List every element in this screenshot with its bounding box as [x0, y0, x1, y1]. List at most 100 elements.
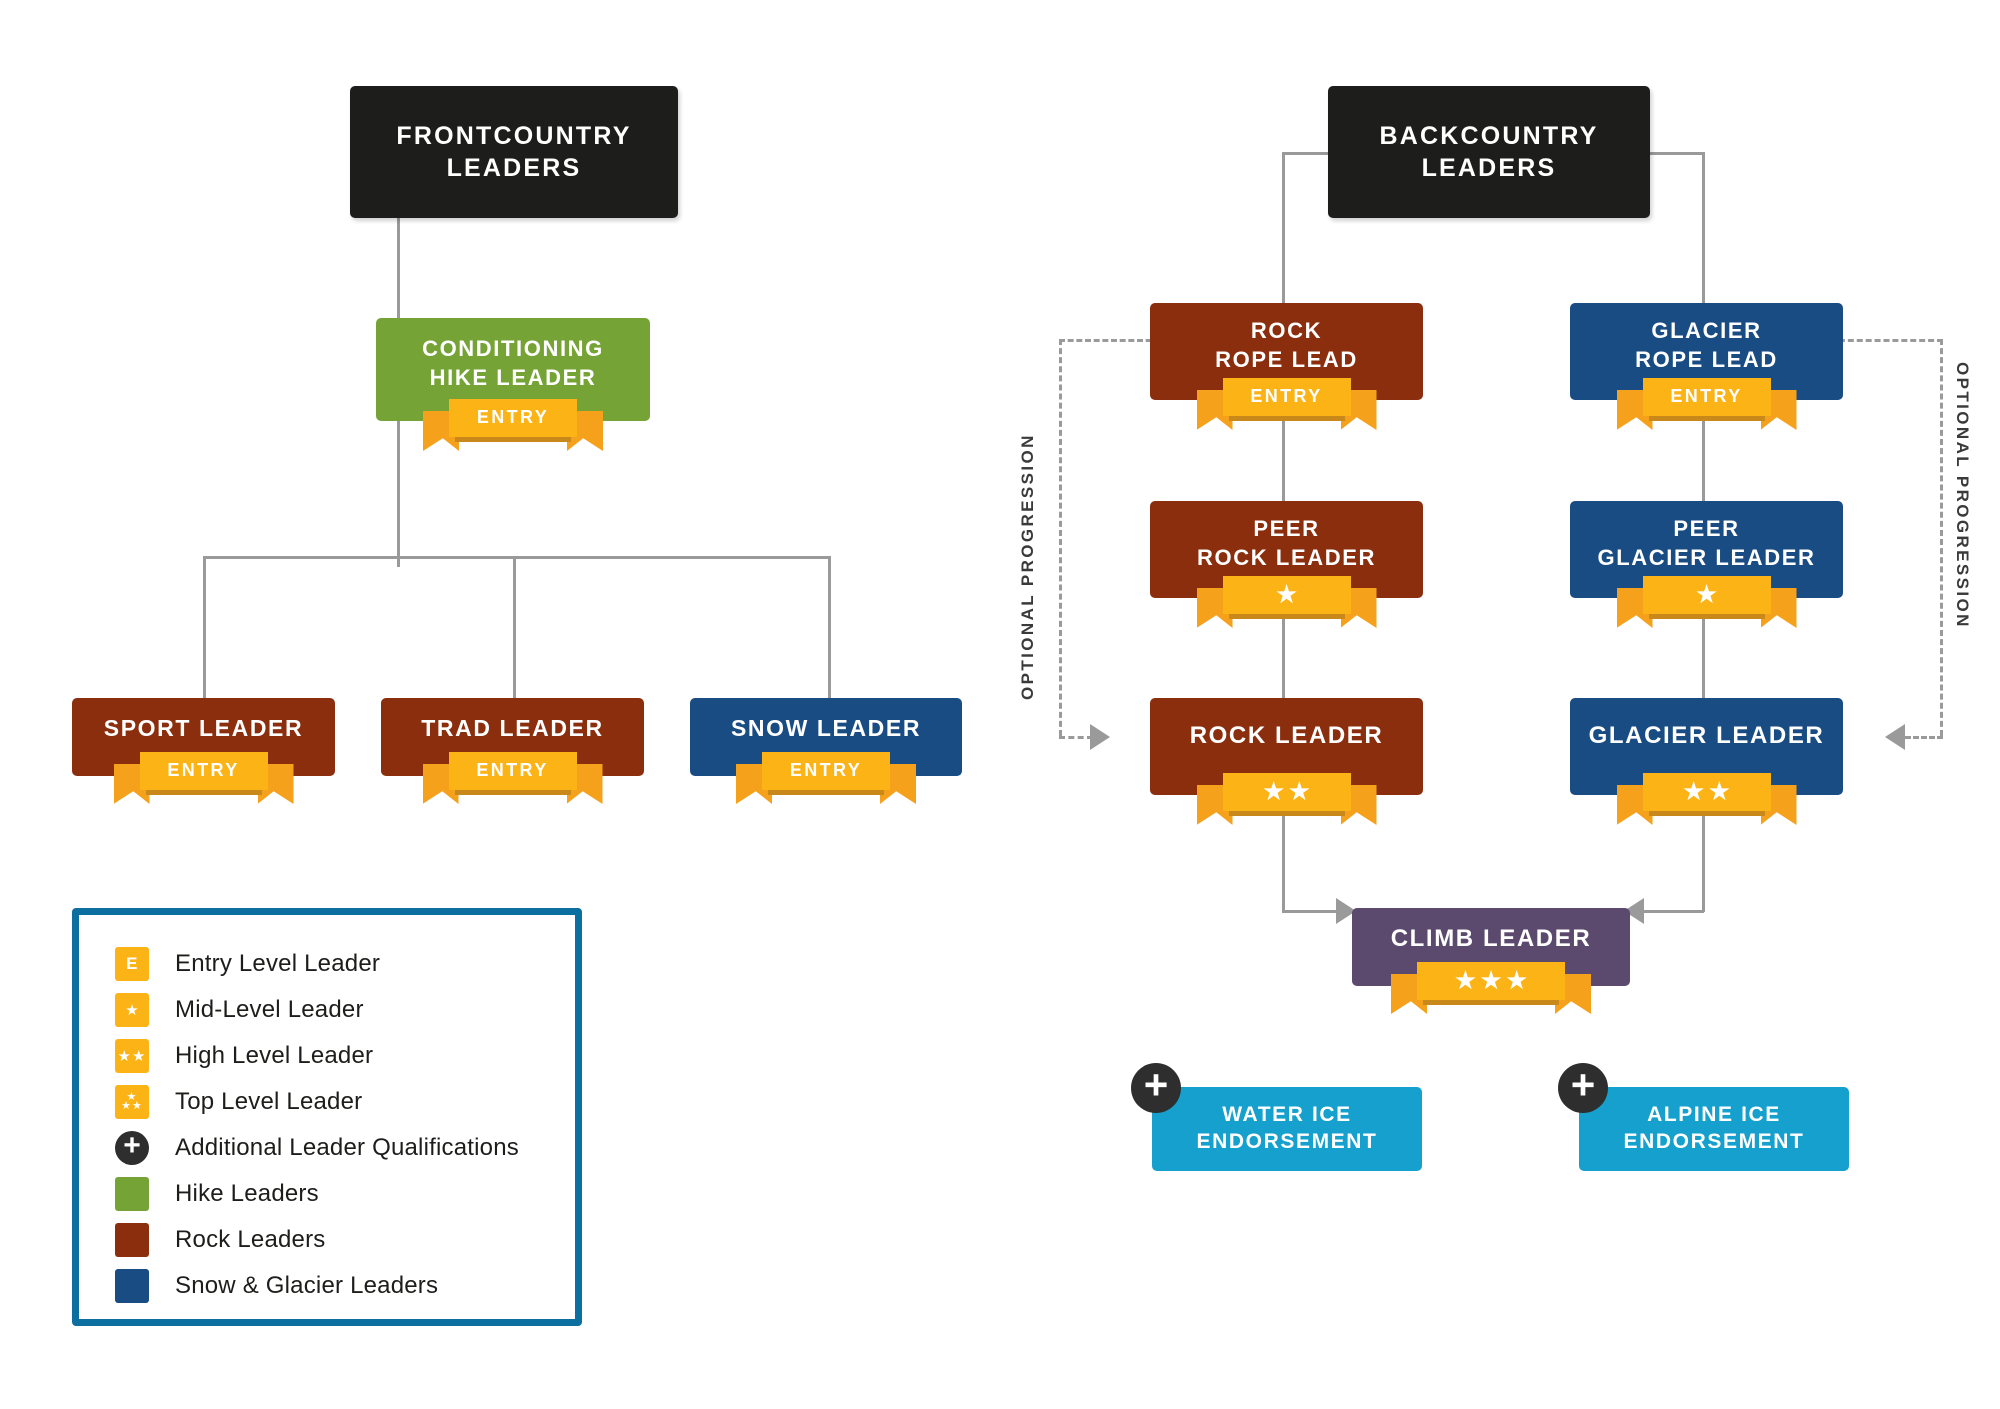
ribbon-tail-left [422, 764, 459, 804]
legend-label: Mid-Level Leader [175, 996, 364, 1023]
glacier-rope-line2: ROPE LEAD [1635, 346, 1778, 372]
node-glacier-rope-lead[interactable]: GLACIER ROPE LEAD ENTRY [1570, 303, 1843, 430]
node-climb-leader[interactable]: CLIMB LEADER ★★★ [1352, 908, 1630, 1014]
badge-ribbon-entry: ENTRY [113, 744, 294, 804]
node-trad-leader[interactable]: TRAD LEADER ENTRY [381, 698, 644, 804]
ribbon-tail-left [113, 764, 150, 804]
peer-rock-line2: ROCK LEADER [1197, 544, 1376, 570]
star-rating-icon: ★ [1276, 580, 1297, 607]
ribbon-label: ENTRY [167, 760, 240, 781]
legend-item: E Entry Level Leader [115, 941, 575, 987]
glacier-leader-label: GLACIER LEADER [1588, 722, 1825, 750]
ribbon-band: ★★ [1222, 773, 1351, 811]
badge-ribbon-entry: ENTRY [1616, 370, 1797, 430]
ribbon-fold-right [1744, 798, 1767, 815]
entry-badge-icon: E [115, 947, 149, 981]
ribbon-fold-left [1646, 601, 1669, 618]
ribbon-fold-left [452, 777, 475, 794]
connector-rock-to-climb [1282, 910, 1352, 913]
badge-ribbon-entry: ENTRY [423, 391, 603, 451]
climb-leader-label: CLIMB LEADER [1390, 924, 1592, 952]
ribbon-tail-left [423, 411, 459, 451]
ribbon-fold-left [1646, 798, 1669, 815]
ribbon-tail-left [1196, 785, 1233, 825]
ribbon-label: ENTRY [476, 407, 550, 428]
ribbon-band: ENTRY [1642, 378, 1771, 416]
alpine-ice-line2: ENDORSEMENT [1623, 1130, 1805, 1153]
ribbon-band: ENTRY [762, 752, 890, 790]
node-snow-leader[interactable]: SNOW LEADER ENTRY [690, 698, 962, 804]
legend-item: Hike Leaders [115, 1171, 575, 1217]
three-star-badge-icon: ★★★ [115, 1085, 149, 1119]
plus-icon-water-ice: + [1131, 1063, 1181, 1113]
ribbon-fold-left [1646, 403, 1669, 420]
dashed-glacier-optional-top [1830, 339, 1943, 342]
ribbon-fold-right [241, 777, 264, 794]
node-sport-leader[interactable]: SPORT LEADER ENTRY [72, 698, 335, 804]
ribbon-band: ENTRY [448, 752, 577, 790]
node-peer-glacier-leader[interactable]: PEER GLACIER LEADER ★ [1570, 501, 1843, 628]
legend-item: + Additional Leader Qualifications [115, 1125, 575, 1171]
ribbon-label: ENTRY [789, 760, 863, 781]
arrowhead-rock-to-climb [1336, 898, 1356, 924]
ribbon-tail-left [1391, 974, 1427, 1014]
plus-glyph: + [123, 1129, 141, 1162]
ribbon-tail-right [566, 764, 603, 804]
color-swatch-snow [115, 1269, 149, 1303]
node-rock-rope-lead[interactable]: ROCK ROPE LEAD ENTRY [1150, 303, 1423, 430]
color-swatch-rock [115, 1223, 149, 1257]
ribbon-band: ★ [1642, 576, 1771, 614]
backcountry-header-line2: LEADERS [1421, 154, 1557, 182]
legend-label: Rock Leaders [175, 1226, 326, 1253]
ribbon-tail-left [1196, 588, 1233, 628]
ribbon-bar [1228, 416, 1345, 421]
ribbon-fold-right [1324, 403, 1347, 420]
ribbon-tail-left [1616, 390, 1653, 430]
frontcountry-header-line1: FRONTCOUNTRY [396, 122, 632, 150]
rock-rope-line1: ROCK [1250, 318, 1323, 344]
ribbon-bar [1423, 1000, 1559, 1005]
ribbon-label: ENTRY [476, 760, 549, 781]
badge-ribbon-one-star: ★ [1616, 568, 1797, 628]
ribbon-fold-left [143, 777, 166, 794]
connector-branch-to-trad [513, 556, 516, 698]
backcountry-header: BACKCOUNTRY LEADERS [1328, 86, 1650, 218]
ribbon-tail-right [1340, 785, 1377, 825]
ribbon-fold-right [1744, 601, 1767, 618]
badge-ribbon-entry: ENTRY [1196, 370, 1377, 430]
ribbon-fold-right [1744, 403, 1767, 420]
legend-label: Snow & Glacier Leaders [175, 1272, 439, 1299]
ribbon-bar [1228, 811, 1345, 816]
snow-leader-label: SNOW LEADER [730, 715, 922, 742]
ribbon-bar [454, 790, 571, 795]
ribbon-tail-right [567, 411, 603, 451]
ribbon-fold-right [550, 777, 573, 794]
ribbon-fold-left [1226, 798, 1249, 815]
connector-branch-to-snow [828, 556, 831, 698]
node-rock-leader[interactable]: ROCK LEADER ★★ [1150, 698, 1423, 825]
node-glacier-leader[interactable]: GLACIER LEADER ★★ [1570, 698, 1843, 825]
backcountry-header-line1: BACKCOUNTRY [1379, 122, 1599, 150]
ribbon-bar [1648, 811, 1765, 816]
node-conditioning-hike-leader[interactable]: CONDITIONING HIKE LEADER ENTRY [376, 318, 650, 451]
node-alpine-ice-endorsement[interactable]: ALPINE ICE ENDORSEMENT [1579, 1087, 1849, 1171]
plus-icon: + [115, 1131, 149, 1165]
ribbon-fold-left [1421, 987, 1443, 1004]
node-peer-rock-leader[interactable]: PEER ROCK LEADER ★ [1150, 501, 1423, 628]
conditioning-line1: CONDITIONING [422, 336, 604, 362]
connector-frontcountry-branch-bar [203, 556, 831, 559]
ribbon-tail-left [1616, 588, 1653, 628]
badge-ribbon-two-star: ★★ [1616, 765, 1797, 825]
ribbon-tail-left [1616, 785, 1653, 825]
ribbon-tail-right [1340, 390, 1377, 430]
ribbon-fold-left [1226, 403, 1249, 420]
frontcountry-header: FRONTCOUNTRY LEADERS [350, 86, 678, 218]
badge-ribbon-two-star: ★★ [1196, 765, 1377, 825]
legend-label: Entry Level Leader [175, 950, 381, 977]
node-water-ice-endorsement[interactable]: WATER ICE ENDORSEMENT [1152, 1087, 1422, 1171]
ribbon-fold-left [766, 777, 788, 794]
ribbon-tail-right [1760, 785, 1797, 825]
ribbon-fold-right [1539, 987, 1561, 1004]
plus-glyph: + [1143, 1061, 1169, 1108]
color-swatch-green [115, 1177, 149, 1211]
